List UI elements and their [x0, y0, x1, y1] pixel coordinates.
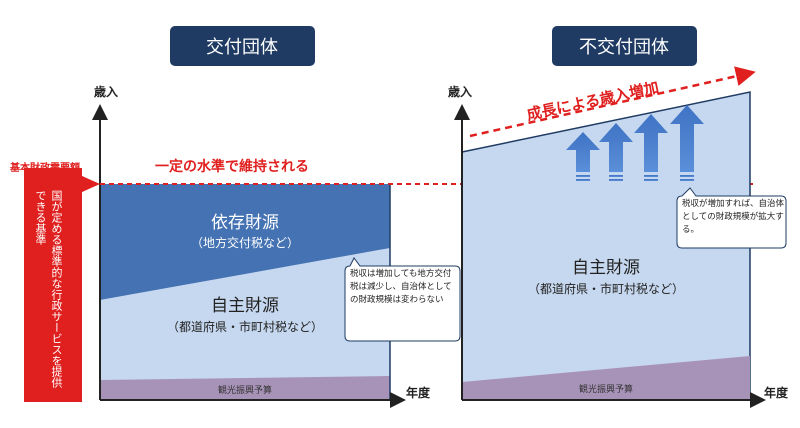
- standard-service-arrow: 国が定める標準的な行政サービスを提供できる基準: [24, 168, 100, 402]
- left-own-sublabel: （都道府県・市町村税など）: [167, 319, 323, 334]
- left-y-axis-label: 歳入: [94, 84, 118, 99]
- threshold-note: 一定の水準で維持される: [155, 158, 309, 175]
- up-arrow-icon: [634, 114, 668, 181]
- left-dependent-revenue-area: [100, 184, 390, 300]
- left-tourism-label: 観光振興予算: [218, 384, 272, 396]
- up-arrow-icon: [670, 105, 704, 181]
- left-x-axis-label: 年度: [406, 385, 431, 400]
- up-arrow-icon: [599, 123, 633, 181]
- left-callout-text: 税収は増加しても地方交付税は減少し、自治体としての財政規模は変わらない: [350, 269, 452, 305]
- left-title-box: [170, 26, 315, 66]
- left-panel: 交付団体 歳入 年度 依存財源 （地方交付税など） 自主財源 （都道府県・市町村…: [92, 26, 461, 408]
- right-y-axis-label: 歳入: [448, 84, 472, 99]
- right-title: 不交付団体: [579, 37, 669, 58]
- left-tourism-budget-area: [100, 376, 390, 400]
- right-tourism-label: 観光振興予算: [579, 383, 633, 395]
- right-x-axis-label: 年度: [764, 385, 789, 400]
- right-own-sublabel: （都道府県・市町村税など）: [528, 281, 684, 296]
- left-own-label: 自主財源: [211, 296, 279, 316]
- right-own-label: 自主財源: [572, 258, 640, 278]
- left-dependent-sublabel: （地方交付税など）: [191, 235, 299, 250]
- growth-up-arrows: [566, 105, 704, 181]
- left-own-revenue-area: [100, 248, 390, 400]
- right-callout-text: 税収が増加すれば、自治体としての財政規模が拡大する。: [682, 199, 784, 235]
- right-callout: 税収が増加すれば、自治体としての財政規模が拡大する。: [676, 187, 787, 249]
- right-tourism-budget-area: [462, 356, 750, 400]
- right-title-box: [552, 26, 697, 66]
- left-title: 交付団体: [206, 37, 278, 58]
- standard-service-text: 国が定める標準的な行政サービスを提供できる基準: [34, 190, 63, 388]
- right-own-revenue-area: [462, 92, 750, 400]
- up-arrow-icon: [566, 132, 600, 181]
- right-panel: 不交付団体 歳入 年度 成長による歳入増加: [448, 26, 789, 408]
- left-callout: 税収は増加しても地方交付税は減少し、自治体としての財政規模は変わらない: [344, 257, 461, 342]
- left-dependent-label: 依存財源: [211, 213, 279, 233]
